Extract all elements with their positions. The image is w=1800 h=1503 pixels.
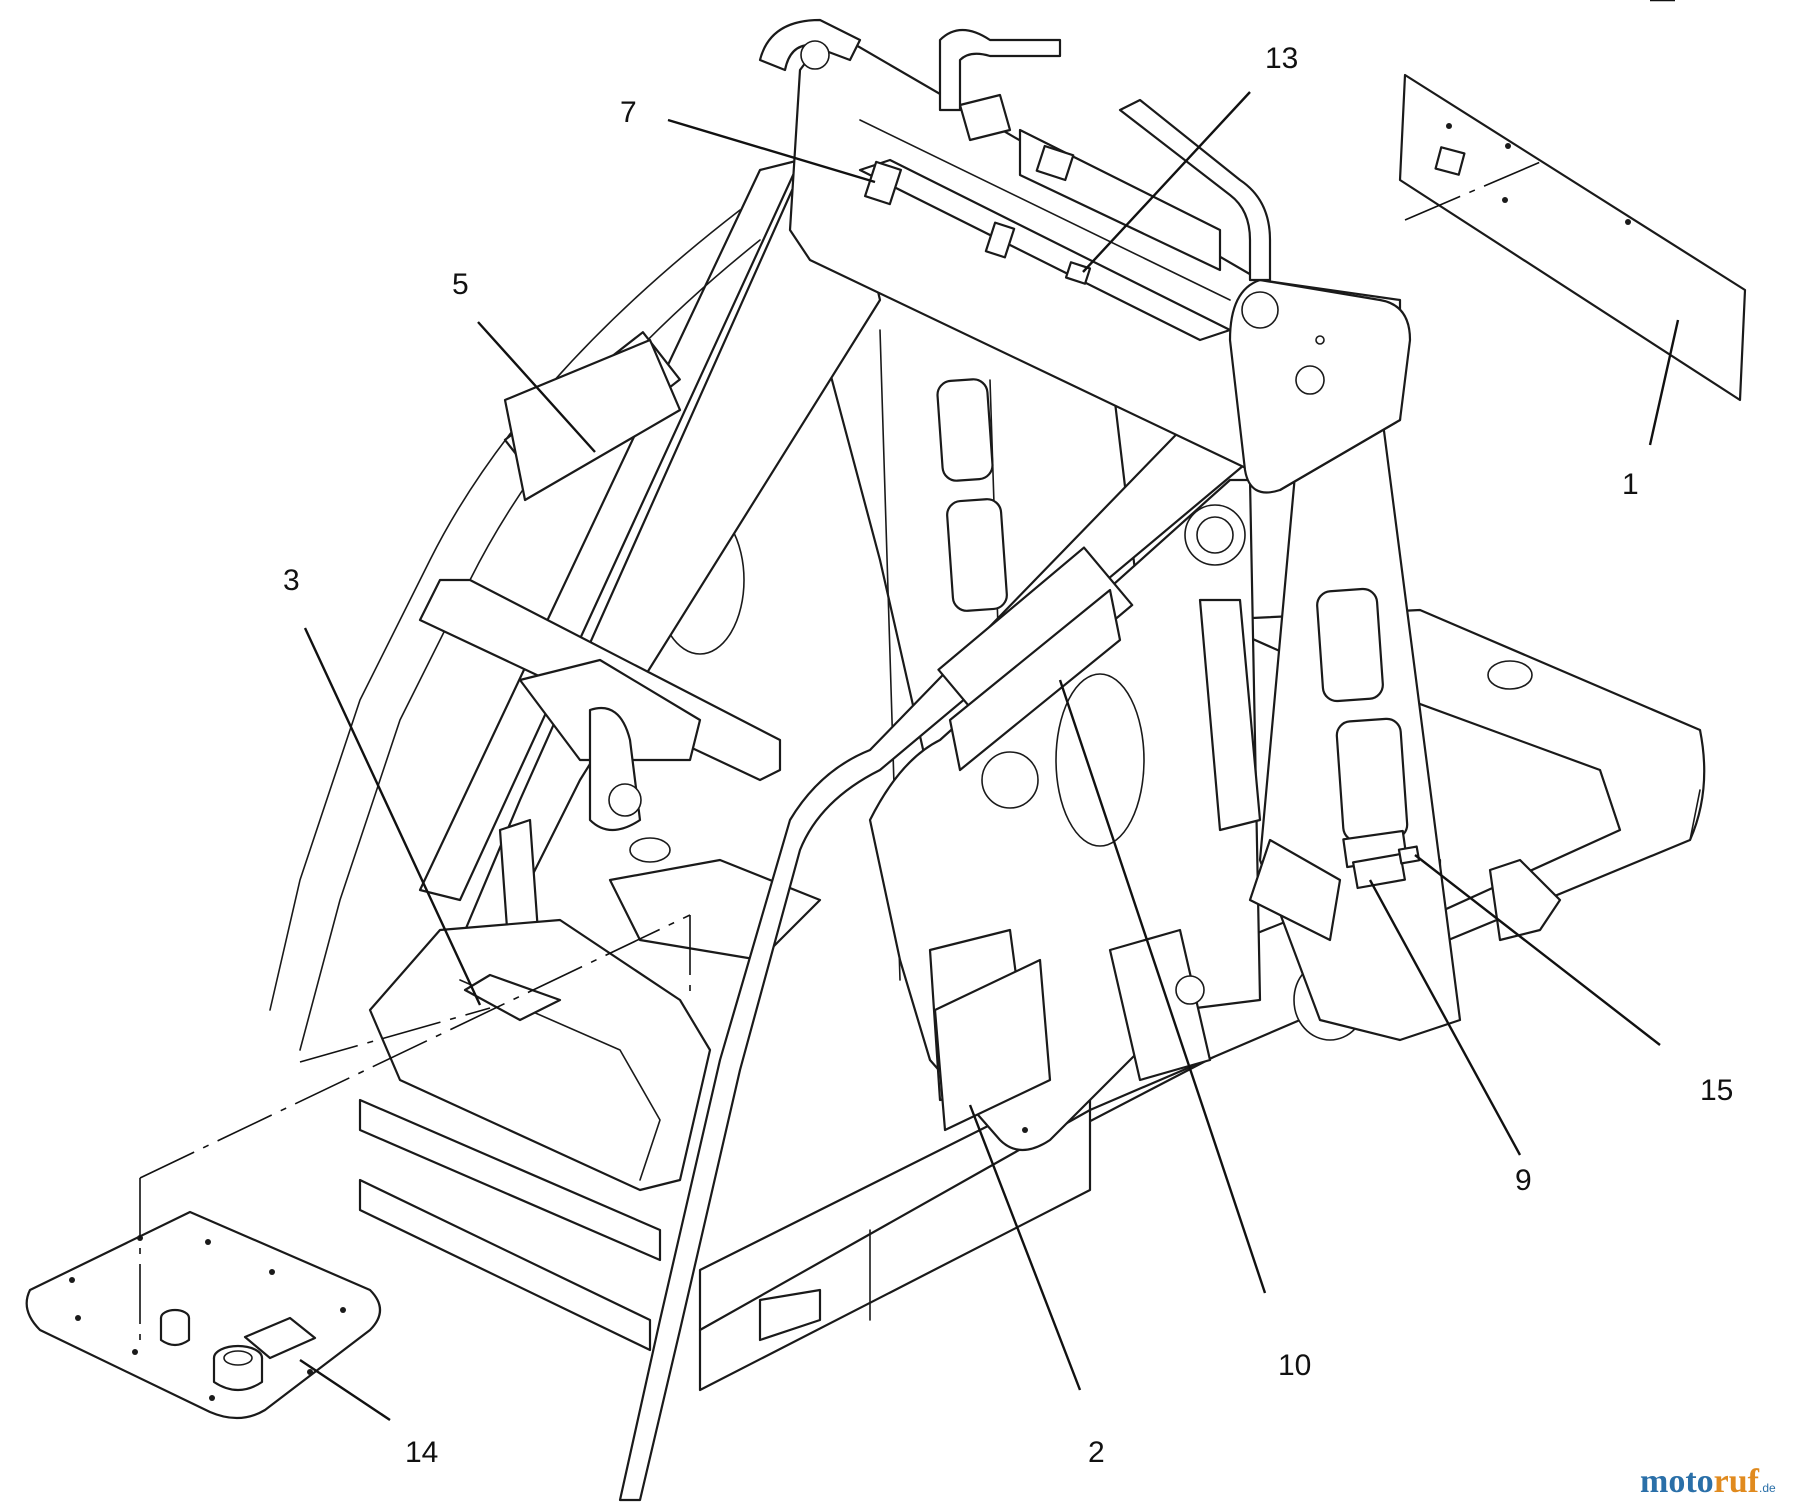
callout-13: 13 [1265,42,1298,75]
right-upright-post [1248,398,1462,1042]
leader-14 [299,1359,391,1421]
leader-9 [1368,879,1522,1156]
leader-13 [1082,91,1251,273]
callout-3: 3 [283,564,300,597]
part-14-plate [25,1210,382,1420]
callout-7: 7 [620,96,637,129]
decal-2 [933,958,1052,1132]
leader-15 [1414,854,1661,1046]
leader-1b [1648,319,1680,446]
watermark-part-b: ruf [1714,1463,1760,1500]
callout-15: 15 [1700,1074,1733,1107]
decal-10-body [948,588,1122,772]
watermark-part-a: moto [1640,1463,1714,1500]
callout-9: 9 [1515,1164,1532,1197]
leader-5 [477,321,596,453]
watermark-logo: motoruf.de [1640,1463,1776,1500]
leader-3 [303,627,482,1006]
svg-text:motoruf.de: motoruf.de [1640,1463,1776,1500]
part-1-plate [1398,73,1747,402]
leader-10 [1058,679,1267,1294]
watermark-suffix: .de [1759,1481,1776,1495]
leader-2 [968,1104,1082,1391]
leader-7 [667,118,876,184]
assembly-lines [139,159,1546,1345]
callout-1: 1 [1622,468,1639,501]
front-cross-member [418,578,782,972]
decals [463,338,1421,1132]
decal-3 [463,973,562,1022]
decal-5 [503,338,682,502]
callout-5: 5 [452,268,469,301]
decal-9 [1352,852,1406,890]
right-side-frame [618,408,1262,1502]
leader-lines [299,0,1680,1421]
callout-2: 2 [1088,1436,1105,1469]
callout-labels: 1 2 3 5 7 9 10 13 14 15 [283,42,1733,1469]
decal-15 [1397,845,1421,865]
callout-10: 10 [1278,1349,1311,1382]
callout-14: 14 [405,1436,438,1469]
